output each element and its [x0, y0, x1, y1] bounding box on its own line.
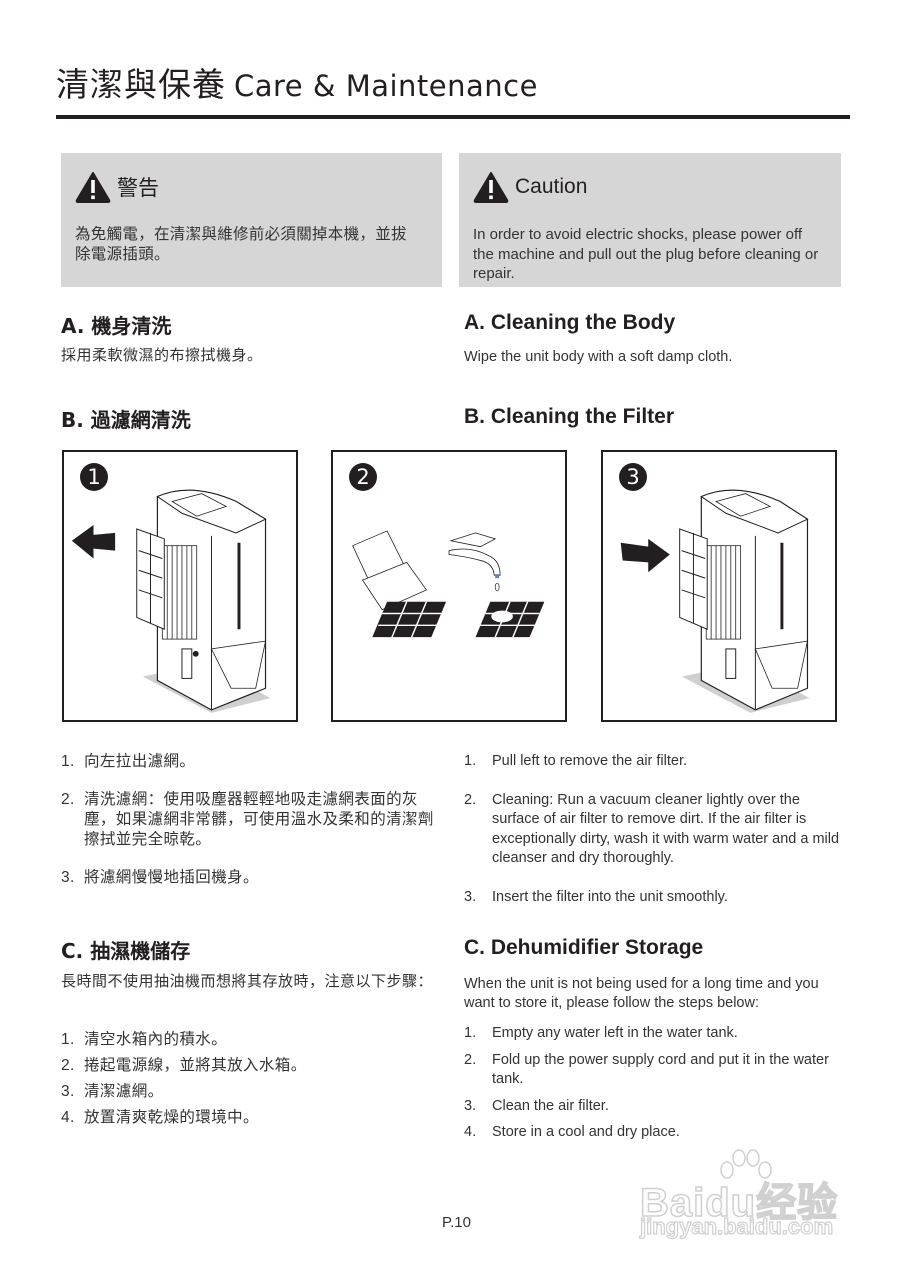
step-badge: 1: [80, 463, 108, 491]
caution-label: Caution: [515, 175, 588, 198]
watermark-brand: Baidu经验: [639, 1180, 839, 1226]
filter-steps-en: 1.Pull left to remove the air filter. 2.…: [464, 752, 840, 907]
list-item: 2.捲起電源線，並將其放入水箱。: [61, 1057, 307, 1074]
warning-label: 警告: [117, 176, 159, 200]
page-number: P.10: [442, 1214, 471, 1231]
caution-text: In order to avoid electric shocks, pleas…: [473, 226, 819, 282]
section-c-heading-en: C. Dehumidifier Storage: [464, 936, 704, 959]
section-c-intro-zh: 長時間不使用抽油機而想將其存放時，注意以下步驟：: [61, 973, 434, 990]
list-item: 1.Pull left to remove the air filter.: [464, 753, 688, 769]
list-item: 1.Empty any water left in the water tank…: [464, 1025, 738, 1041]
storage-steps-en: 1.Empty any water left in the water tank…: [464, 1024, 842, 1143]
step-badge: 3: [619, 463, 647, 491]
step-badge: 2: [349, 463, 377, 491]
list-item: 1.向左拉出濾網。: [61, 753, 196, 770]
storage-steps-zh: 1.清空水箱內的積水。 2.捲起電源線，並將其放入水箱。 3.清潔濾網。 4.放…: [61, 1027, 437, 1131]
warning-box-en: Caution In order to avoid electric shock…: [459, 153, 841, 287]
paw-logo-icon: [720, 1149, 772, 1179]
list-item: 3.Clean the air filter.: [464, 1097, 609, 1114]
warning-triangle-icon: [473, 172, 509, 203]
warning-box-zh: 警告 為免觸電，在清潔與維修前必須關掉本機，並拔除電源插頭。: [61, 153, 442, 287]
illustration-step-1: 1: [62, 450, 298, 722]
warning-triangle-icon: [75, 172, 111, 203]
title-divider: [56, 115, 850, 119]
list-item: 2.清洗濾網：使用吸塵器輕輕地吸走濾網表面的灰塵，如果濾網非常髒，可使用溫水及柔…: [61, 791, 434, 848]
page-title-zh: 清潔與保養: [56, 65, 226, 104]
list-item: 2.Fold up the power supply cord and put …: [464, 1051, 829, 1088]
list-item: 1.清空水箱內的積水。: [61, 1031, 228, 1048]
section-c-intro-en: When the unit is not being used for a lo…: [464, 976, 819, 1011]
section-b-heading-en: B. Cleaning the Filter: [464, 405, 675, 428]
list-item: 4.放置清爽乾燥的環境中。: [61, 1109, 259, 1126]
page-title-en: Care & Maintenance: [234, 69, 538, 103]
list-item: 3.清潔濾網。: [61, 1083, 164, 1100]
watermark-url: jingyan.baidu.com: [639, 1213, 834, 1239]
list-item: 4.Store in a cool and dry place.: [464, 1124, 680, 1140]
filter-steps-zh: 1.向左拉出濾網。 2.清洗濾網：使用吸塵器輕輕地吸走濾網表面的灰塵，如果濾網非…: [61, 752, 437, 888]
section-a-heading-zh: A. 機身清洗: [61, 314, 172, 338]
filter-cleaning-illustration: [352, 530, 545, 638]
baidu-watermark: Baidu经验 jingyan.baidu.com: [639, 1148, 850, 1248]
warning-text: 為免觸電，在清潔與維修前必須關掉本機，並拔除電源插頭。: [75, 226, 407, 263]
illustration-step-2: 2: [331, 450, 567, 722]
section-a-text-zh: 採用柔軟微濕的布擦拭機身。: [61, 347, 263, 364]
list-item: 3.將濾網慢慢地插回機身。: [61, 869, 259, 886]
dehumidifier-pull-filter-illustration: [71, 489, 271, 713]
section-a-text-en: Wipe the unit body with a soft damp clot…: [464, 349, 733, 365]
dehumidifier-insert-filter-illustration: [620, 489, 810, 713]
section-a-heading-en: A. Cleaning the Body: [464, 311, 676, 334]
section-b-heading-zh: B. 過濾網清洗: [61, 408, 191, 432]
illustration-step-3: 3: [601, 450, 837, 722]
list-item: 2.Cleaning: Run a vacuum cleaner lightly…: [464, 791, 840, 867]
section-c-heading-zh: C. 抽濕機儲存: [61, 939, 191, 963]
list-item: 3.Insert the filter into the unit smooth…: [464, 888, 728, 905]
